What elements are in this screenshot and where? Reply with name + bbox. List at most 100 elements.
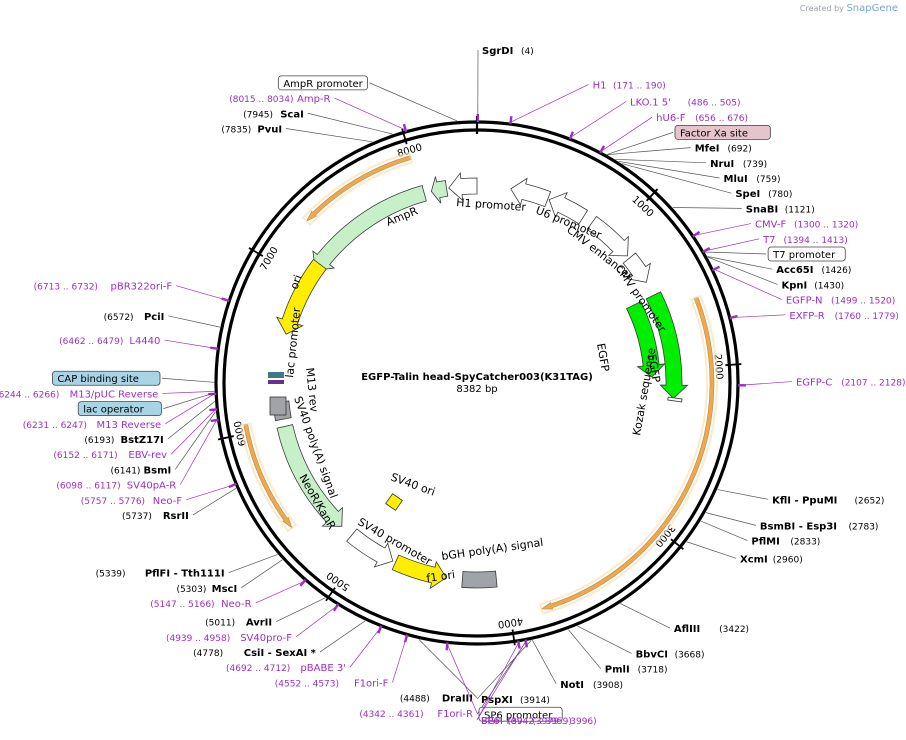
feature-label-sv40-ori[interactable]: SV40 ori (389, 471, 437, 499)
site-label-bstz17i[interactable]: BstZ17I(6193) (84, 435, 163, 446)
label-name: BsmI (144, 465, 172, 476)
label-coord: (2960) (773, 555, 803, 565)
site-label-sgrdi[interactable]: SgrDI(4) (482, 46, 534, 57)
site-label-ebv-rev[interactable]: EBV-rev(6152 .. 6171) (53, 450, 167, 461)
feature-u6-promoter (548, 191, 589, 225)
connector-bstz17i (167, 401, 215, 440)
plasmid-center: EGFP-Talin head-SpyCatcher003(K31TAG) 83… (361, 372, 593, 395)
site-label-pcii[interactable]: PciI(6572) (104, 312, 165, 323)
site-label-factor-xa-site[interactable]: Factor Xa site (674, 124, 771, 140)
tick-3000 (670, 538, 684, 550)
feature-label-egfp-2[interactable]: EGFP (645, 353, 663, 384)
label-coord: (7835) (221, 125, 251, 135)
site-label-bsmbi-esp3i[interactable]: BsmBI - Esp3I(2783) (760, 521, 879, 532)
label-name: EGFP-C (796, 378, 832, 389)
site-label-ampr-promoter[interactable]: AmpR promoter (277, 75, 369, 91)
site-label-pbr322ori-f[interactable]: pBR322ori-F(6713 .. 6732) (34, 282, 173, 293)
feature-label-bgh-polya[interactable]: bGH poly(A) signal (441, 536, 545, 563)
site-label-f1ori-f[interactable]: F1ori-F(4552 .. 4573) (275, 678, 389, 689)
feature-label-m13-rev[interactable]: M13 rev (303, 367, 321, 413)
site-label-h1[interactable]: H1(171 .. 190) (593, 80, 666, 91)
site-label-pflfi-tth111i[interactable]: PflFI - Tth111I(5339) (96, 569, 225, 580)
site-label-m13-puc-reverse[interactable]: M13/pUC Reverse(6244 .. 6266) (0, 389, 158, 400)
site-label-t7[interactable]: T7(1394 .. 1413) (762, 235, 848, 246)
label-coord: (1499 .. 1520) (831, 297, 895, 307)
site-label-f1ori-r[interactable]: F1ori-R(4342 .. 4361) (359, 709, 473, 720)
site-label-sp6-promoter[interactable]: SP6 promoter (478, 706, 563, 722)
connector-ebv-rev (170, 409, 216, 455)
site-label-lac-operator[interactable]: lac operator (77, 401, 162, 417)
site-label-rsrii[interactable]: RsrII(5737) (122, 511, 189, 522)
site-label-amp-r[interactable]: Amp-R(8015 .. 8034) (229, 94, 330, 105)
site-label-neo-r[interactable]: Neo-R(5147 .. 5166) (150, 599, 251, 610)
connector-hu6-f (600, 116, 653, 152)
site-label-csii-sexai[interactable]: CsiI - SexAI *(4778) (193, 648, 316, 659)
site-label-neo-f[interactable]: Neo-F(5757 .. 5776) (81, 496, 183, 507)
site-label-spei[interactable]: SpeI(780) (735, 189, 792, 200)
site-label-scai[interactable]: ScaI(7945) (243, 109, 304, 120)
site-label-nrui[interactable]: NruI(739) (710, 159, 767, 170)
plasmid-length: 8382 bp (456, 384, 497, 395)
site-marker (299, 579, 307, 587)
connector-pcii (168, 315, 221, 328)
site-label-noti[interactable]: NotI(3908) (560, 680, 623, 691)
connector-pmli (568, 629, 602, 669)
site-label-xcmi[interactable]: XcmI(2960) (740, 554, 803, 565)
site-label-pflmi[interactable]: PflMI(2833) (751, 537, 820, 548)
site-label-bsmi[interactable]: BsmI(6141) (111, 465, 172, 476)
feature-label-egfp-1[interactable]: EGFP (594, 342, 612, 373)
label-coord: (1760 .. 1779) (835, 312, 899, 322)
site-label-l4440[interactable]: L4440(6462 .. 6479) (59, 336, 160, 347)
site-label-bbvci[interactable]: BbvCI(3668) (636, 649, 705, 660)
site-label-cap-binding-site[interactable]: CAP binding site (52, 370, 161, 386)
site-label-sv40pa-r[interactable]: SV40pA-R(6098 .. 6117) (56, 481, 176, 492)
site-label-m13-reverse[interactable]: M13 Reverse(6231 .. 6247) (23, 420, 161, 431)
label-coord: (4488) (400, 695, 430, 705)
label-name: EGFP-N (786, 296, 823, 307)
site-label-acc65i[interactable]: Acc65I(1426) (776, 265, 851, 276)
site-label-egfp-c[interactable]: EGFP-C(2107 .. 2128) (796, 378, 905, 389)
connector-neo-f (185, 484, 235, 501)
site-label-pvui[interactable]: PvuI(7835) (221, 124, 282, 135)
site-label-t7-promoter[interactable]: T7 promoter (767, 246, 846, 262)
label-name: PflMI (751, 537, 779, 548)
site-label-lko-1-5[interactable]: LKO.1 5'(486 .. 505) (630, 97, 740, 108)
site-label-pspxi[interactable]: PspXI(3914) (481, 695, 550, 706)
site-label-mlui[interactable]: MluI(759) (724, 174, 781, 185)
site-label-cmv-f[interactable]: CMV-F(1300 .. 1320) (755, 220, 858, 231)
connector-draiii (418, 639, 478, 698)
label-name: RsrII (163, 511, 189, 522)
site-label-afliii[interactable]: AflIII(3422) (674, 624, 749, 635)
site-label-mfei[interactable]: MfeI(692) (695, 144, 752, 155)
site-label-exfp-r[interactable]: EXFP-R(1760 .. 1779) (789, 311, 898, 322)
label-name: KflI - PpuMI (772, 495, 837, 506)
label-coord: (759) (756, 175, 780, 185)
site-label-hu6-f[interactable]: hU6-F(656 .. 676) (656, 113, 748, 124)
site-label-avrii[interactable]: AvrII(5011) (205, 618, 272, 629)
feature-label-kozak[interactable]: Kozak sequence (630, 347, 658, 437)
label-coord: (4552 .. 4573) (275, 679, 339, 689)
site-label-sv40pro-f[interactable]: SV40pro-F(4939 .. 4958) (166, 633, 292, 644)
site-label-kfli-ppumi[interactable]: KflI - PpuMI(2652) (772, 495, 884, 506)
site-label-snabi[interactable]: SnaBI (1121) (746, 204, 815, 215)
label-name: BsmBI - Esp3I (760, 521, 837, 532)
label-coord: (4778) (193, 649, 223, 659)
feature-label-ori[interactable]: ori (288, 273, 305, 291)
label-name: SnaBI (746, 204, 778, 215)
label-name: BGH-rev (481, 716, 523, 727)
site-label-egfp-n[interactable]: EGFP-N (1499 .. 1520) (786, 296, 895, 307)
site-label-pmli[interactable]: PmlI(3718) (605, 665, 668, 676)
site-label-sp6[interactable]: SP6(3942 .. 3959) (481, 716, 572, 727)
feature-label-h1-promoter[interactable]: H1 promoter (456, 196, 527, 214)
label-coord: (5757 .. 5776) (81, 497, 145, 507)
site-label-pbabe-3[interactable]: pBABE 3'(4692 .. 4712) (226, 663, 346, 674)
connector-f1ori-r (446, 644, 478, 713)
site-label-msci[interactable]: MscI(5303) (176, 584, 237, 595)
site-label-draiii[interactable]: DraIII(4488) (400, 694, 473, 705)
feature-label-f1-ori[interactable]: f1 ori (426, 568, 456, 585)
feature-egfp (626, 300, 666, 378)
site-label-bgh-rev[interactable]: BGH-rev(3979 .. 3996) (481, 716, 597, 727)
label-coord: (1121) (785, 205, 815, 215)
label-name: ScaI (280, 109, 304, 120)
site-label-kpni[interactable]: KpnI(1430) (781, 280, 844, 291)
